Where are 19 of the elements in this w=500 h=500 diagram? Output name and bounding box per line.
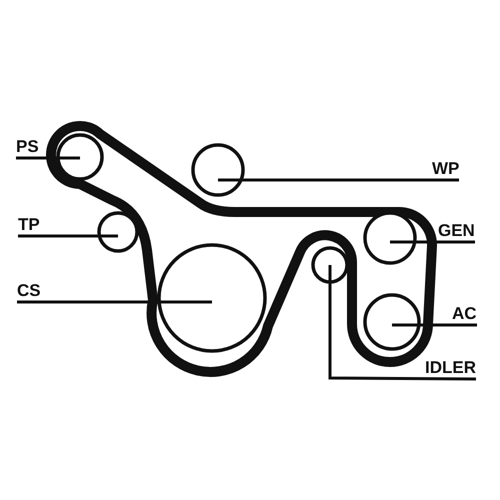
leader-line bbox=[390, 240, 475, 244]
leader-line bbox=[17, 300, 212, 304]
pulley-circle bbox=[191, 143, 245, 197]
leader-line bbox=[16, 156, 80, 160]
pulley-label: WP bbox=[432, 160, 460, 177]
leader-line bbox=[328, 265, 476, 380]
pulley-label: TP bbox=[18, 216, 40, 233]
pulley-label: GEN bbox=[438, 222, 475, 239]
pulley-circle bbox=[157, 243, 267, 353]
leader-line bbox=[18, 234, 118, 238]
pulley-circle bbox=[97, 211, 139, 253]
pulley-circle bbox=[311, 246, 349, 284]
leader-line bbox=[218, 178, 459, 182]
pulley-label: CS bbox=[17, 282, 41, 299]
leader-line bbox=[392, 324, 477, 326]
pulley-label: AC bbox=[452, 305, 477, 322]
pulley-label: PS bbox=[16, 138, 39, 155]
pulley-circle bbox=[363, 293, 421, 351]
pulley-label: IDLER bbox=[425, 359, 476, 376]
